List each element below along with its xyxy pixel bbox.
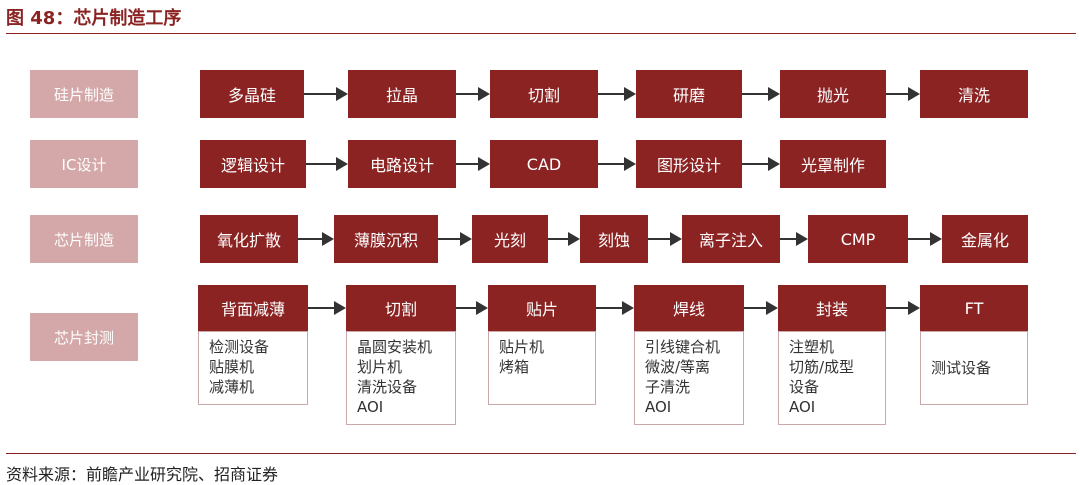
flow-arrow <box>744 301 778 315</box>
equipment-item: 晶圆安装机 <box>357 338 433 356</box>
step-metallization: 金属化 <box>942 215 1028 263</box>
equipment-item: 检测设备 <box>209 338 270 356</box>
equipment-item: AOI <box>789 398 816 416</box>
step-mask-making: 光罩制作 <box>780 140 886 188</box>
flow-arrow <box>456 87 490 101</box>
step-backside-thinning: 背面减薄 <box>198 285 308 331</box>
equipment-item: 子清洗 <box>645 378 691 396</box>
step-lithography: 光刻 <box>472 215 548 263</box>
category-wafer-manufacturing: 硅片制造 <box>30 70 138 118</box>
step-wire-bonding: 焊线 <box>634 285 744 331</box>
step-cleaning: 清洗 <box>920 70 1028 118</box>
step-etching: 刻蚀 <box>580 215 648 263</box>
step-polysilicon: 多晶硅 <box>200 70 304 118</box>
step-circuit-design: 电路设计 <box>348 140 456 188</box>
equipment-item: 切筋/成型 <box>789 358 855 376</box>
flow-arrow <box>298 232 334 246</box>
flow-arrow <box>438 232 472 246</box>
equipment-item: 测试设备 <box>931 359 992 377</box>
step-logic-design: 逻辑设计 <box>200 140 306 188</box>
flow-arrow <box>648 232 682 246</box>
flow-arrow <box>886 87 920 101</box>
flow-arrow <box>596 301 634 315</box>
equipment-list: 检测设备 贴膜机 减薄机 <box>198 331 308 405</box>
step-crystal-pulling: 拉晶 <box>348 70 456 118</box>
bottom-divider <box>6 453 1076 454</box>
equipment-list: 注塑机 切筋/成型 设备 AOI <box>778 331 886 425</box>
equipment-list: 测试设备 <box>920 331 1028 405</box>
flow-arrow <box>780 232 808 246</box>
equipment-item: 引线键合机 <box>645 338 721 356</box>
equipment-item: 烤箱 <box>499 358 530 376</box>
equipment-item: 贴片机 <box>499 338 545 356</box>
flow-arrow <box>456 157 490 171</box>
step-slicing: 切割 <box>490 70 598 118</box>
step-final-test: FT <box>920 285 1028 331</box>
step-layout-design: 图形设计 <box>636 140 742 188</box>
step-oxidation-diffusion: 氧化扩散 <box>200 215 298 263</box>
flow-arrow <box>886 301 920 315</box>
flow-arrow <box>306 157 348 171</box>
step-die-attach: 贴片 <box>488 285 596 331</box>
step-encapsulation: 封装 <box>778 285 886 331</box>
flow-arrow <box>598 87 636 101</box>
step-grinding: 研磨 <box>636 70 742 118</box>
equipment-item: 贴膜机 <box>209 358 255 376</box>
flow-arrow <box>908 232 942 246</box>
figure-title: 图 48：芯片制造工序 <box>6 8 182 29</box>
step-ion-implantation: 离子注入 <box>682 215 780 263</box>
step-cmp: CMP <box>808 215 908 263</box>
flow-arrow <box>598 157 636 171</box>
flow-arrow <box>742 157 780 171</box>
step-dicing: 切割 <box>346 285 456 331</box>
equipment-item: 划片机 <box>357 358 403 376</box>
equipment-item: 减薄机 <box>209 378 255 396</box>
equipment-item: 微波/等离 <box>645 358 711 376</box>
category-chip-fabrication: 芯片制造 <box>30 215 138 263</box>
category-packaging-testing: 芯片封测 <box>30 313 138 361</box>
source-note: 资料来源：前瞻产业研究院、招商证券 <box>6 465 279 484</box>
equipment-item: AOI <box>357 398 384 416</box>
flow-arrow <box>304 87 348 101</box>
step-cad: CAD <box>490 140 598 188</box>
flow-arrow <box>456 301 488 315</box>
equipment-list: 引线键合机 微波/等离 子清洗 AOI <box>634 331 744 425</box>
equipment-list: 贴片机 烤箱 <box>488 331 596 405</box>
equipment-item: 注塑机 <box>789 338 835 356</box>
equipment-item: 设备 <box>789 378 820 396</box>
top-divider <box>6 33 1076 34</box>
equipment-item: 清洗设备 <box>357 378 418 396</box>
category-ic-design: IC设计 <box>30 140 138 188</box>
flow-arrow <box>548 232 580 246</box>
flow-arrow <box>742 87 780 101</box>
equipment-item: AOI <box>645 398 672 416</box>
equipment-list: 晶圆安装机 划片机 清洗设备 AOI <box>346 331 456 425</box>
flow-arrow <box>308 301 346 315</box>
step-thin-film-deposition: 薄膜沉积 <box>334 215 438 263</box>
step-polishing: 抛光 <box>780 70 886 118</box>
